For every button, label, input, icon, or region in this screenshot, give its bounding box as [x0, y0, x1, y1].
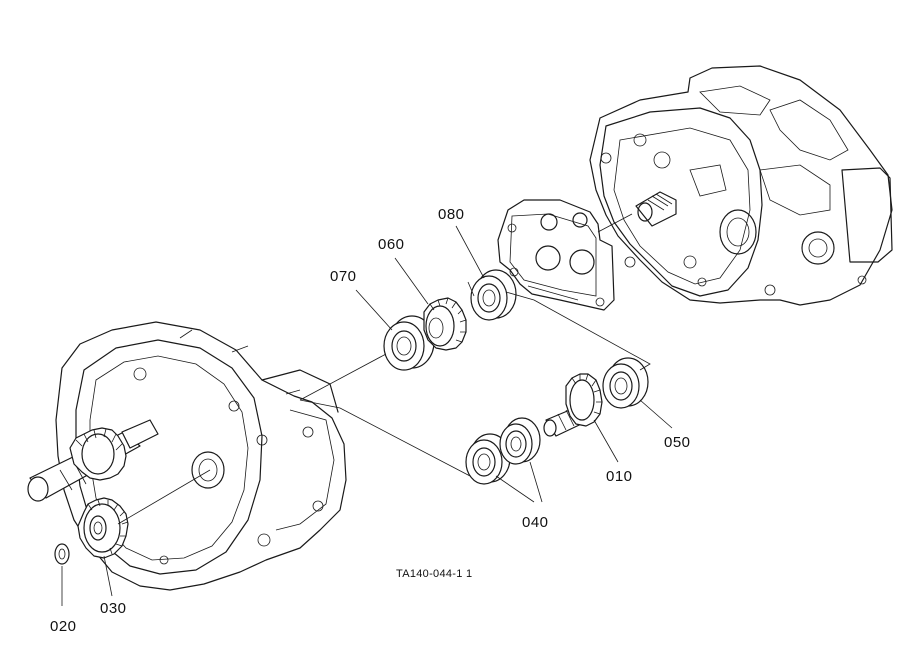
part-label-030: 030 [100, 600, 127, 617]
gear-060 [423, 297, 467, 351]
bearings-040 [465, 417, 541, 485]
part-label-050: 050 [664, 434, 691, 451]
part-label-060: 060 [378, 236, 405, 253]
assembly-lines [61, 213, 673, 606]
drawing-code: TA140-044-1 1 [396, 568, 473, 580]
clutch-housing-left [55, 321, 347, 591]
part-label-080: 080 [438, 206, 465, 223]
circlip-020 [54, 543, 70, 565]
part-label-040: 040 [522, 514, 549, 531]
part-label-070: 070 [330, 268, 357, 285]
gear-030 [77, 497, 129, 559]
input-shaft-left [27, 419, 159, 502]
bearing-070 [383, 315, 435, 371]
bearing-retainer-plate [497, 199, 615, 311]
transmission-housing-right [589, 65, 893, 306]
bearing-050 [602, 357, 649, 409]
part-label-020: 020 [50, 618, 77, 635]
part-label-010: 010 [606, 468, 633, 485]
bearing-080 [470, 269, 517, 321]
gear-shaft-010 [543, 373, 603, 437]
